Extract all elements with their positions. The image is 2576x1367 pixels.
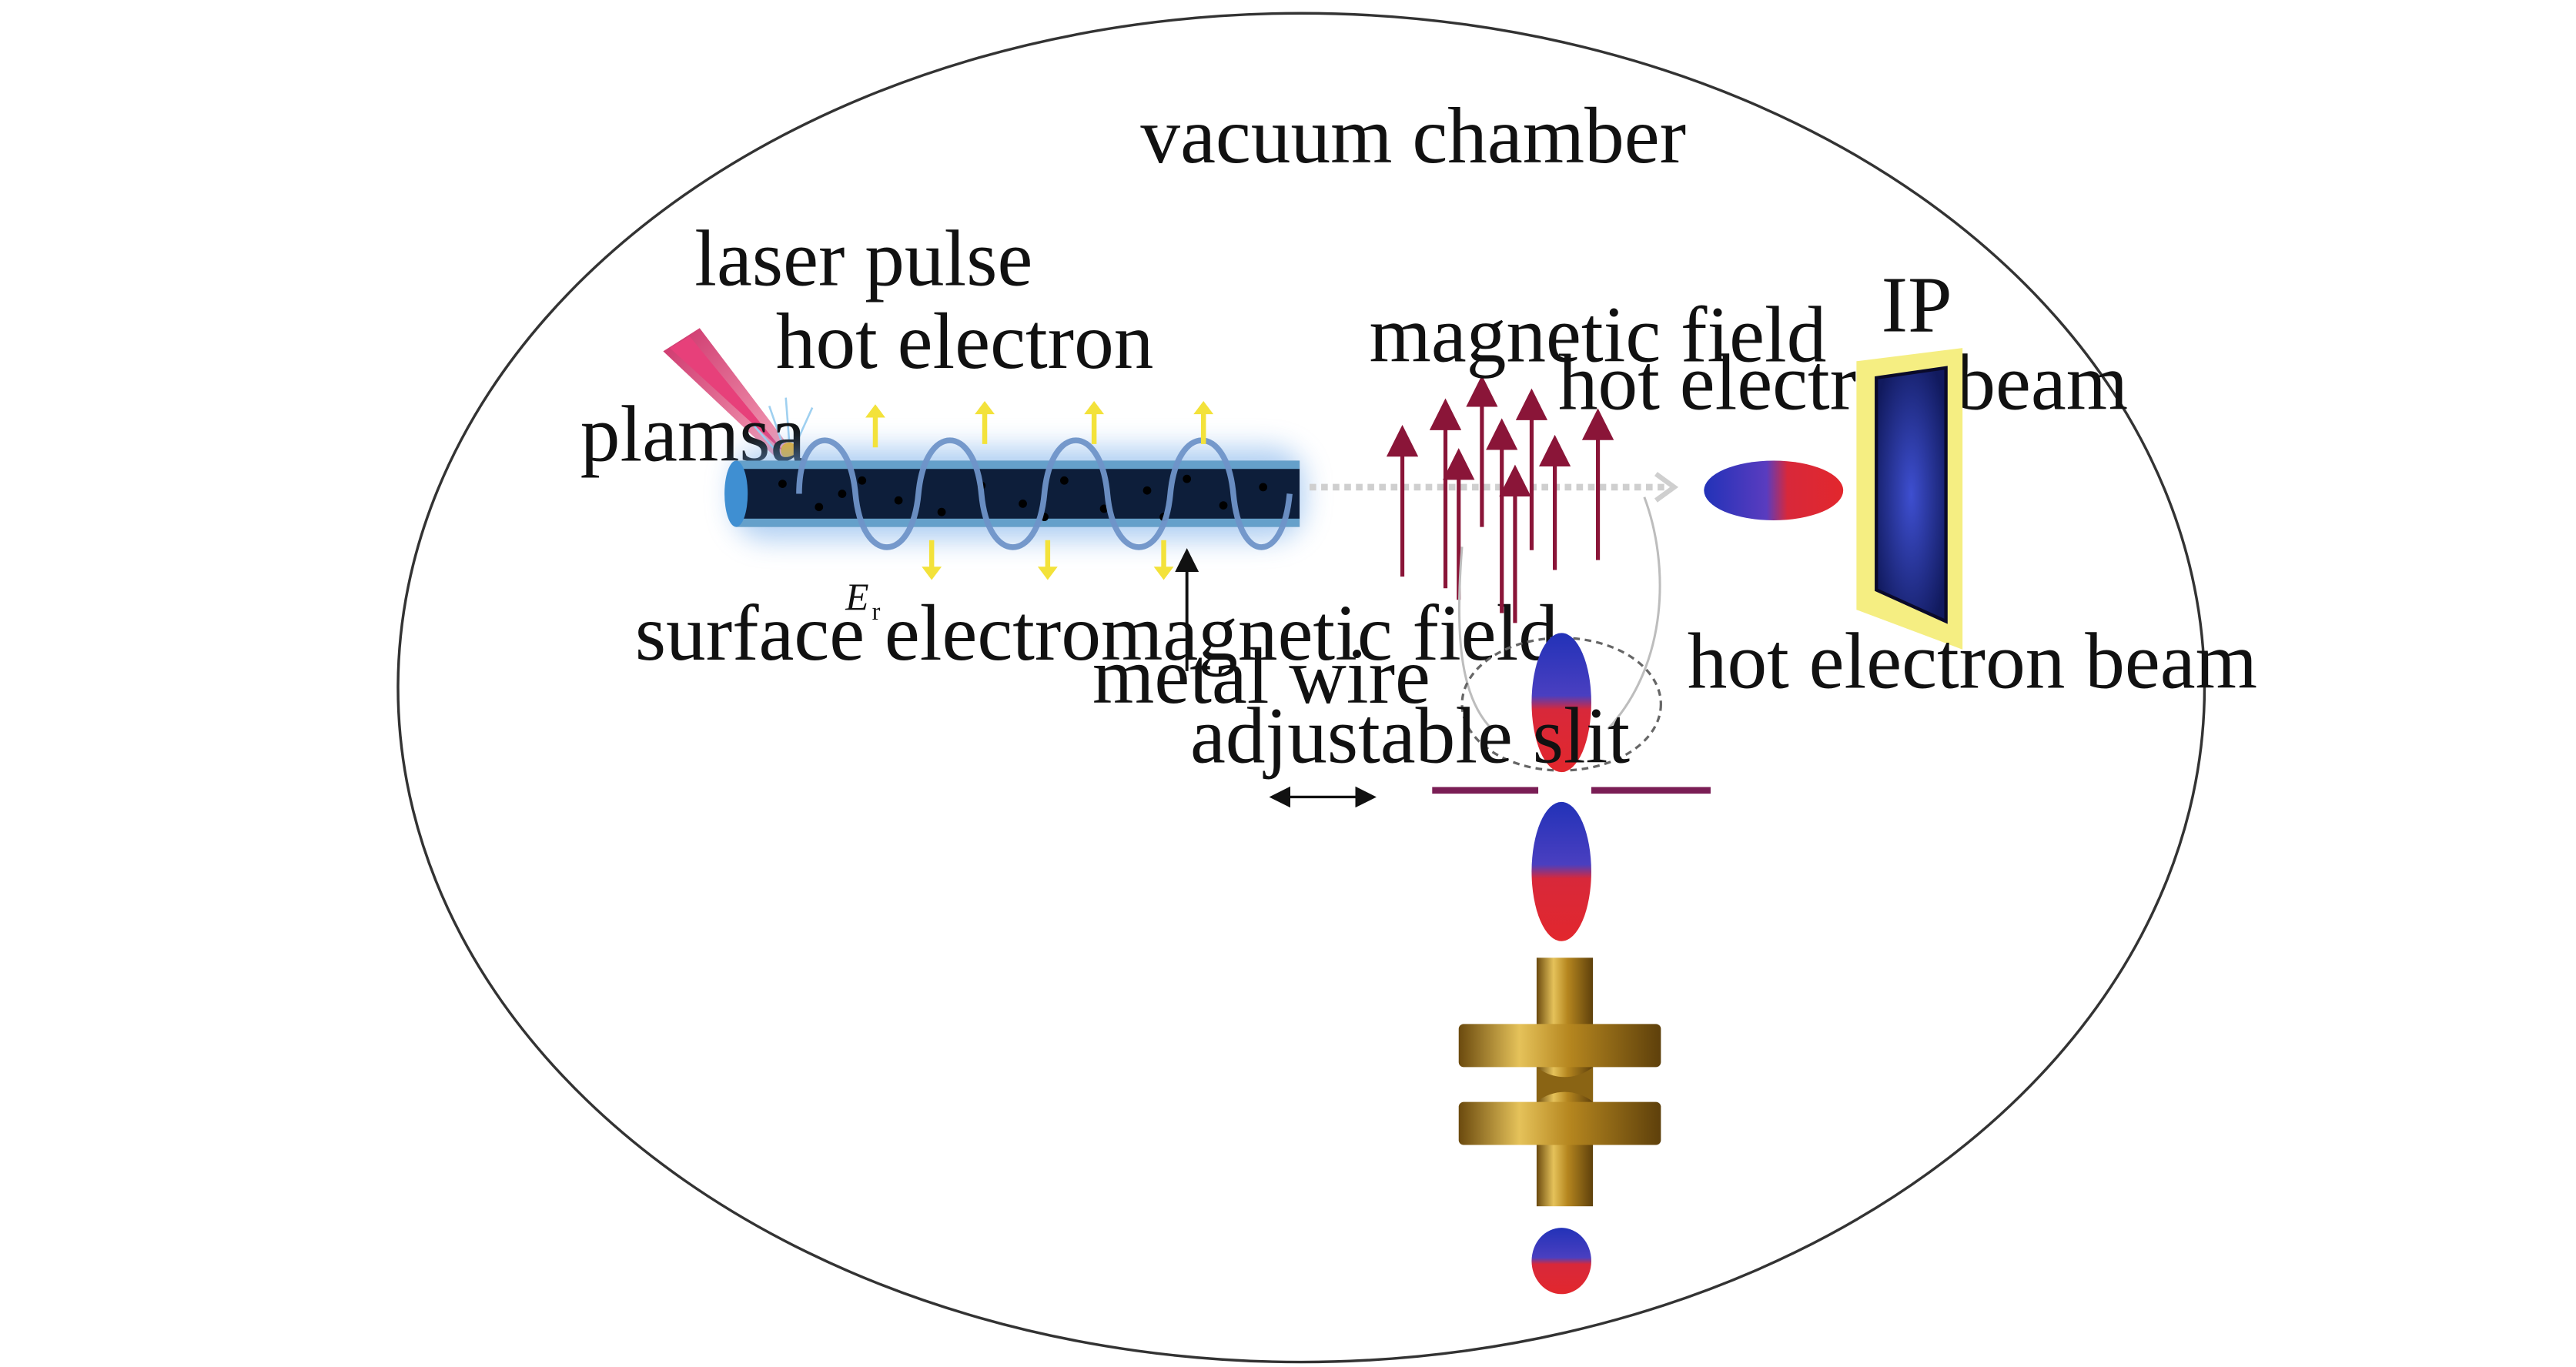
hot-electron-beam-top-label: hot electron beam [1558,339,2128,427]
magnetic-field-label: magnetic field [1369,291,1826,379]
er-label: E [845,576,868,618]
hot-electron-beam-side-label: hot electron beam [1688,617,2257,705]
electron-bunch-deflected [1704,460,1844,520]
laser-pulse-label: laser pulse [694,215,1032,302]
electron-bunch-middle [1531,801,1591,941]
laser-cone-icon [663,328,814,461]
hot-electron-label: hot electron [776,298,1154,386]
image-plate-icon [1856,348,1963,650]
electron-bunch-upper [1531,633,1591,773]
metal-wire-icon [724,400,1305,580]
adjustable-slit-label: adjustable slit [1190,692,1630,780]
surface-em-field-label: surface electromagnetic field [635,590,1558,677]
magnetic-field-arrows-icon [1386,375,1614,623]
vacuum-chamber-outline [396,12,2206,1364]
vacuum-chamber-label: vacuum chamber [1140,92,1686,180]
metal-wire-label: metal wire [1092,633,1430,720]
er-subscript: r [872,597,881,625]
accelerator-cavity-icon [1458,958,1661,1207]
ip-label: IP [1882,262,1952,349]
electron-bunch-source [1531,1228,1591,1295]
